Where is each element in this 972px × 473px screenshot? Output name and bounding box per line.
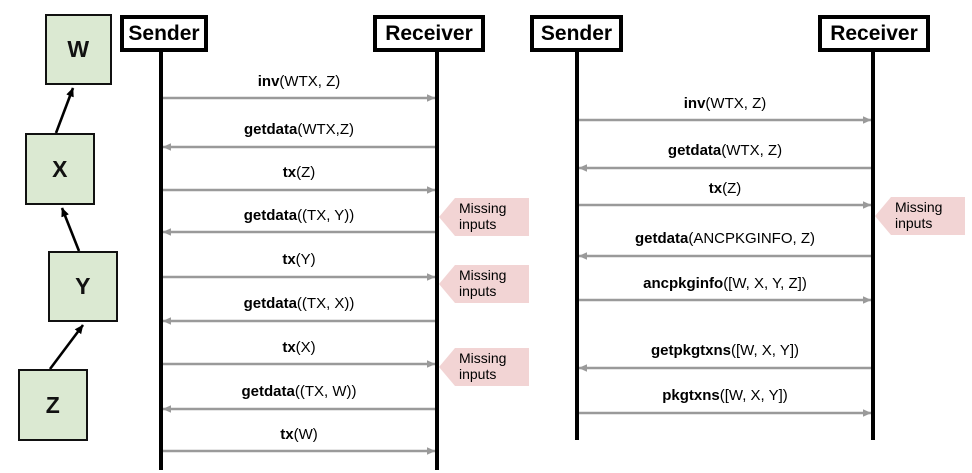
message-args: (Z) [722,180,742,197]
message-args: (X) [295,339,316,356]
message-command: getdata [243,295,297,312]
message-command: tx [280,426,294,443]
actor-receiver-header: Receiver [818,15,930,52]
message-args: ([W, X, Y, Z]) [723,275,807,292]
message-label-getdata-5: getdata((TX, X)) [243,295,355,313]
message-command: getdata [241,383,295,400]
actor-sender-header: Sender [530,15,623,52]
callout-line-2: inputs [459,366,497,382]
dag-node-x: X [25,133,95,205]
message-command: tx [282,251,296,268]
message-args: ((TX, X)) [296,295,355,312]
message-label-tx-8: tx(W) [280,426,318,444]
callout-line-2: inputs [895,215,933,231]
message-label-inv-0: inv(WTX, Z) [683,95,767,113]
message-command: tx [282,164,297,181]
message-args: ([W, X, Y]) [730,342,800,359]
actor-sender-header: Sender [120,15,208,52]
message-command: inv [257,73,280,90]
message-label-ancpkginfo-4: ancpkginfo([W, X, Y, Z]) [643,275,807,293]
message-args: (ANCPKGINFO, Z) [688,230,816,247]
message-command: tx [708,180,723,197]
callout-line-1: Missing [459,267,507,284]
message-command: getpkgtxns [650,342,731,359]
dag-node-y: Y [48,251,118,322]
message-command: getdata [244,121,298,138]
message-args: (Y) [295,251,316,268]
message-label-tx-2: tx(Z) [708,180,742,198]
message-args: (WTX, Z) [705,95,767,112]
message-label-tx-4: tx(Y) [282,251,316,269]
dag-edges [48,87,85,370]
message-args: ([W, X, Y]) [719,387,788,404]
message-command: ancpkginfo [643,275,724,292]
message-label-getdata-7: getdata((TX, W)) [241,383,357,401]
callout-line-2: inputs [459,283,497,299]
message-command: getdata [634,230,689,247]
message-label-tx-6: tx(X) [282,339,316,357]
message-label-getdata-3: getdata((TX, Y)) [243,207,355,225]
callout-line-1: Missing [895,199,943,216]
lifeline-sender [575,52,579,440]
dag-node-z: Z [18,369,88,441]
message-args: (Z) [296,164,316,181]
actor-receiver-header: Receiver [373,15,485,52]
dag-edge-z-to-y [48,324,85,370]
message-label-pkgtxns-6: pkgtxns([W, X, Y]) [662,387,788,405]
lifeline-sender [159,52,163,470]
lifeline-receiver [871,52,875,440]
callout-line-2: inputs [459,216,497,232]
message-label-getdata-3: getdata(ANCPKGINFO, Z) [634,230,816,248]
dag-node-w: W [45,14,112,85]
right-message-arrows [578,116,872,417]
dag-edge-y-to-x [60,207,81,252]
callout-line-1: Missing [459,200,507,217]
message-args: ((TX, W)) [294,383,357,400]
message-label-inv-0: inv(WTX, Z) [257,73,341,91]
callout-line-1: Missing [459,350,507,367]
message-command: tx [282,339,296,356]
message-label-getdata-1: getdata(WTX, Z) [667,142,783,160]
message-command: inv [683,95,706,112]
message-command: getdata [243,207,298,224]
message-args: (WTX,Z) [297,121,354,138]
message-label-getpkgtxns-5: getpkgtxns([W, X, Y]) [650,342,800,360]
message-command: pkgtxns [662,387,720,404]
lifeline-receiver [435,52,439,470]
dag-edge-x-to-w [54,87,75,134]
message-label-getdata-1: getdata(WTX,Z) [244,121,354,139]
message-command: getdata [667,142,722,159]
message-args: (W) [293,426,318,443]
message-args: ((TX, Y)) [297,207,355,224]
message-args: (WTX, Z) [279,73,341,90]
message-args: (WTX, Z) [721,142,783,159]
message-label-tx-2: tx(Z) [282,164,316,182]
